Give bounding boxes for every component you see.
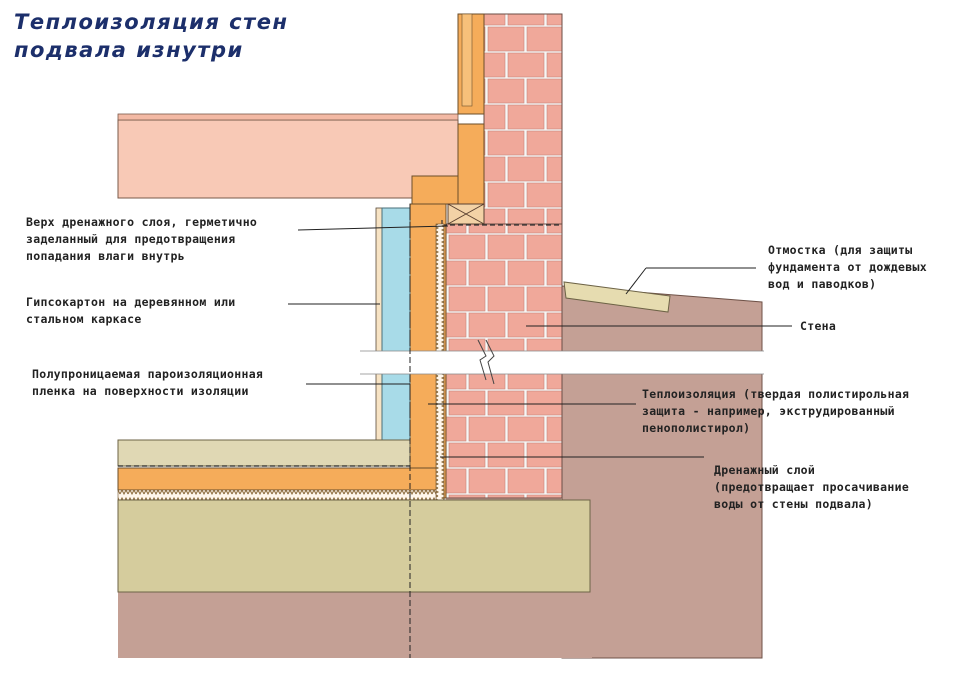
- floor-insulation: [117, 467, 439, 491]
- upper-insulation-strip-inner: [461, 13, 473, 107]
- label-line: вод и паводков): [768, 277, 877, 291]
- leader-drain-top: [297, 225, 449, 231]
- rim-insulation: [457, 123, 485, 205]
- label-line: пленка на поверхности изоляции: [32, 384, 249, 398]
- soil-under-footing: [118, 592, 592, 658]
- break-zigzag-2: [485, 339, 495, 385]
- label-vapor: Полупроницаемая пароизоляционная пленка …: [32, 366, 263, 400]
- label-line: пенополистирол): [642, 421, 751, 435]
- label-line: стальном каркасе: [26, 312, 142, 326]
- gravel-layer: [117, 489, 445, 501]
- label-line: заделанный для предотвращения: [26, 232, 236, 246]
- floor-slab-top-line: [117, 113, 459, 121]
- label-line: Дренажный слой: [714, 463, 816, 477]
- label-drywall: Гипсокартон на деревянном или стальном к…: [26, 294, 235, 328]
- label-line: Полупроницаемая пароизоляционная: [32, 367, 264, 381]
- otmostka-slab: [563, 281, 671, 313]
- basement-floor: [117, 439, 411, 467]
- leader-otmostka-2: [625, 267, 647, 295]
- label-otmostka: Отмостка (для защиты фундамента от дожде…: [768, 242, 927, 293]
- break-zigzag-1: [477, 339, 487, 381]
- label-line: попадания влаги внутрь: [26, 249, 185, 263]
- label-line: фундамента от дождевых: [768, 260, 927, 274]
- label-drainage: Дренажный слой (предотвращает просачиван…: [714, 462, 909, 513]
- label-line: Гипсокартон на деревянном или: [26, 295, 236, 309]
- sill-block-cross: [447, 203, 485, 225]
- label-line: Теплоизоляция (твердая полистирольная: [642, 387, 910, 401]
- label-line: (предотвращает просачивание: [714, 480, 910, 494]
- label-line: Стена: [800, 319, 837, 333]
- label-line: Верх дренажного слоя, герметично: [26, 215, 258, 229]
- label-line: воды от стены подвала): [714, 497, 873, 511]
- stud: [375, 207, 383, 445]
- footing: [117, 499, 591, 593]
- title-line-1: Теплоизоляция стен: [14, 10, 289, 34]
- drywall-board: [381, 207, 411, 445]
- label-line: Отмостка (для защиты: [768, 243, 913, 257]
- label-drain-top: Верх дренажного слоя, герметично заделан…: [26, 214, 257, 265]
- section-break: [360, 351, 764, 374]
- label-wall: Стена: [800, 318, 836, 335]
- floor-slab: [117, 119, 459, 199]
- label-line: защита - например, экструдированный: [642, 404, 895, 418]
- page-title: Теплоизоляция стен подвала изнутри: [14, 8, 289, 64]
- rim-insulation-step: [411, 175, 459, 205]
- label-insulation: Теплоизоляция (твердая полистирольная за…: [642, 386, 909, 437]
- title-line-2: подвала изнутри: [14, 38, 244, 62]
